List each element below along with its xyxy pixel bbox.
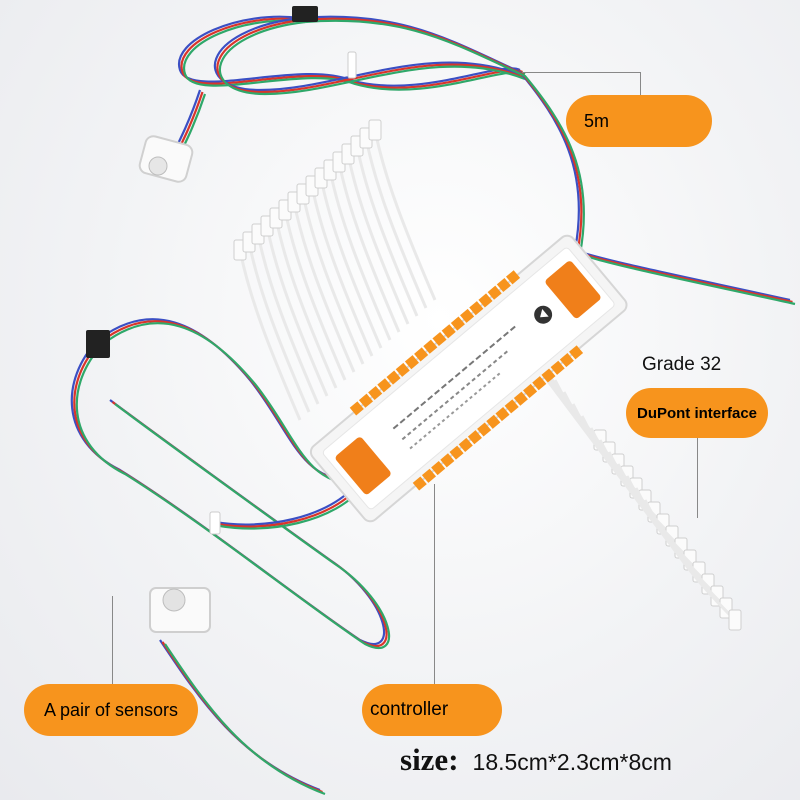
dupont-plug-icon: [728, 609, 742, 631]
terminal-block: [412, 476, 427, 491]
dupont-lead: [301, 193, 365, 365]
size-label: size:: [400, 742, 459, 777]
port-b-connector: [335, 437, 391, 495]
dupont-lead: [274, 217, 338, 389]
terminal-block: [559, 353, 574, 368]
sensors-callout: A pair of sensors: [24, 684, 198, 736]
terminal-block: [513, 391, 528, 406]
terminal-block: [460, 308, 475, 323]
terminal-block: [386, 370, 401, 385]
dupont-lead: [256, 233, 320, 405]
terminal-block: [469, 301, 484, 316]
dupont-lead: [355, 145, 419, 317]
terminal-block: [358, 393, 374, 408]
cable-strand: [302, 17, 793, 304]
terminal-block: [440, 453, 455, 468]
dupont-lead: [643, 499, 737, 622]
terminal-block: [449, 445, 464, 460]
size-row: size: 18.5cm*2.3cm*8cm: [400, 742, 672, 778]
cable-strand: [177, 15, 521, 87]
cable-strand: [218, 20, 526, 96]
terminal-block: [487, 285, 502, 300]
terminal-block: [368, 385, 383, 401]
cable-strand: [102, 322, 356, 486]
dupont-lead: [346, 153, 410, 325]
terminal-block: [377, 378, 392, 393]
dupont-interface-callout: DuPont interface: [626, 388, 768, 438]
cable-tie-icon: [209, 51, 357, 535]
cable-strand: [70, 339, 385, 646]
terminal-strip-top: [349, 270, 521, 416]
sensor-top: [138, 135, 194, 183]
sensor-bottom: [149, 587, 211, 633]
dupont-lead: [265, 225, 329, 397]
terminal-block: [486, 414, 501, 429]
leader-sensors: [112, 596, 113, 684]
grade-label: Grade 32: [642, 354, 722, 375]
dupont-leads: [233, 119, 742, 631]
port-a-connector: [545, 261, 601, 319]
terminal-block: [532, 376, 547, 391]
dupont-lead: [373, 129, 437, 301]
terminal-strip-bottom: [412, 345, 584, 491]
dupont-lead: [292, 201, 356, 373]
cable-strand: [73, 341, 388, 648]
terminal-block: [477, 422, 492, 437]
terminal-block: [349, 401, 364, 416]
jst-connector-icon: [86, 6, 318, 358]
terminal-block: [423, 339, 438, 354]
terminal-block: [421, 468, 437, 483]
controller-box: [309, 234, 628, 523]
cable-strand: [216, 18, 523, 94]
terminal-block: [504, 399, 519, 414]
dupont-lead: [238, 249, 302, 421]
cable-strand: [304, 19, 796, 306]
dupont-lead: [283, 209, 347, 381]
cable-strand: [180, 17, 523, 89]
controller-callout: controller: [362, 684, 502, 736]
dupont-lead: [247, 241, 311, 413]
terminal-block: [496, 277, 511, 293]
dupont-lead: [310, 185, 374, 357]
leader-controller: [434, 484, 435, 684]
terminal-block: [478, 293, 493, 308]
leader-5m-drop: [640, 72, 641, 96]
cable-strand: [182, 19, 526, 91]
terminal-block: [495, 407, 510, 422]
terminal-block: [432, 331, 447, 347]
dupont-lead: [319, 177, 383, 349]
terminal-block: [569, 345, 584, 360]
terminal-block: [395, 362, 410, 377]
terminal-block: [506, 270, 521, 285]
cable-strand: [75, 343, 390, 650]
size-value: 18.5cm*2.3cm*8cm: [472, 749, 672, 775]
dupont-lead: [364, 137, 428, 309]
terminal-block: [541, 368, 556, 383]
terminal-block: [523, 383, 538, 398]
terminal-block: [458, 437, 473, 452]
terminal-block: [441, 324, 456, 339]
dupont-lead: [337, 161, 401, 333]
cable-strand: [213, 16, 521, 92]
terminal-block: [467, 430, 482, 445]
terminal-block: [550, 360, 565, 375]
terminal-block: [414, 347, 429, 362]
leader-5m: [522, 72, 640, 73]
dupont-lead: [328, 169, 392, 341]
terminal-block: [404, 355, 419, 370]
cable-strand: [299, 15, 791, 302]
cable-length-callout: 5m: [566, 95, 712, 147]
dupont-plug-icon: [368, 119, 382, 141]
terminal-block: [450, 316, 465, 331]
cable-strand: [164, 643, 326, 796]
leader-dupont: [697, 438, 698, 518]
terminal-block: [431, 461, 446, 476]
